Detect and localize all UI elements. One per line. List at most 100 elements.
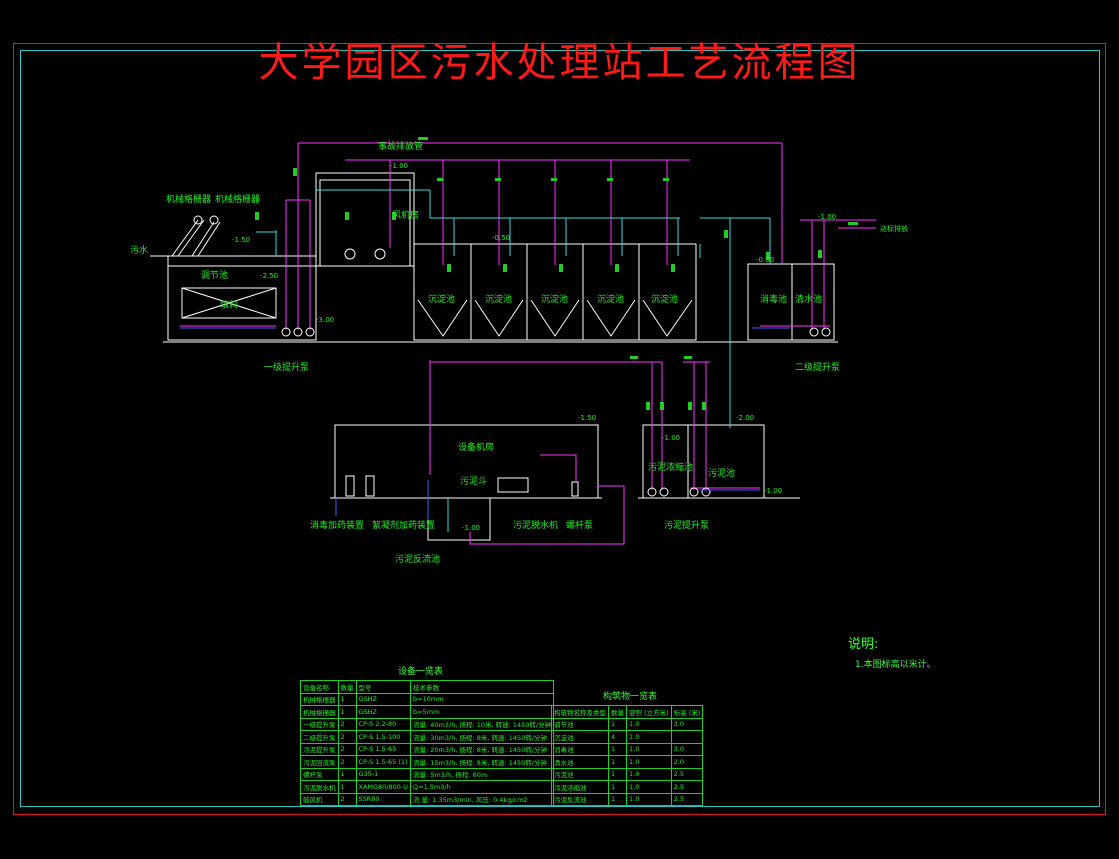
table-cell: 3.0	[670, 742, 704, 756]
table-cell: 2.5	[670, 792, 704, 806]
sludge-vessel-label: 污泥斗	[460, 477, 488, 487]
blower-room-label: 风机房	[392, 211, 420, 221]
table-cell: 1	[608, 780, 627, 794]
table-cell: CP-S 1.5-65 (1)	[355, 755, 412, 769]
table-cell: 一级提升泵	[300, 717, 339, 731]
screw-pump-label: 螺杆泵	[566, 521, 594, 531]
sedimentation-label-1: 沉淀池	[428, 295, 456, 305]
table-cell: 2.5	[670, 780, 704, 794]
table-cell: 1.0	[626, 755, 672, 769]
equipment-table-title: 设备一览表	[398, 667, 444, 677]
disinfection-tank-label: 消毒池	[760, 295, 788, 305]
elevation-mark: -1.00	[390, 162, 409, 170]
table-cell: 沉淀池	[551, 730, 609, 744]
table-cell: 数量	[337, 680, 357, 694]
table-cell: 1	[337, 780, 357, 794]
inner-frame	[20, 50, 1100, 807]
table-cell: b=5mm	[410, 705, 555, 719]
regulating-tank-outline	[167, 255, 317, 341]
table-cell: 数量	[608, 705, 627, 719]
table-cell: 污泥脱水机	[300, 780, 339, 794]
table-cell: b=10mm	[410, 692, 555, 706]
table-cell: 1	[337, 767, 357, 781]
table-cell: 流 量: 1.35m3/min, 风压: 0.4kg/cm2	[410, 792, 555, 806]
sludge-return-pit	[427, 498, 491, 541]
table-cell: CP-S 1.5-100	[355, 730, 412, 744]
elevation-mark: -1.50	[578, 414, 597, 422]
table-cell: 1	[608, 717, 627, 731]
table-cell: 技术参数	[410, 680, 555, 694]
lift-pump-1-label: 一级提升泵	[264, 363, 310, 373]
table-cell: 型号	[355, 680, 412, 694]
dewatering-label: 污泥脱水机	[513, 521, 559, 531]
sludge-thickener-label: 污泥浓缩池	[648, 463, 694, 473]
structure-table-title: 构筑物一览表	[603, 692, 658, 702]
table-cell: 1.0	[626, 717, 672, 731]
table-cell: 污泥池	[551, 767, 609, 781]
table-cell: 1.0	[626, 780, 672, 794]
disinfection-block	[747, 263, 835, 341]
table-cell: CP-S 2.2-80	[355, 717, 412, 731]
sludge-lift-label: 污泥提升泵	[664, 521, 710, 531]
clear-water-tank-label: 清水池	[795, 295, 823, 305]
table-cell: 2	[337, 742, 357, 756]
table-cell: 1.0	[626, 792, 672, 806]
table-cell: 标高 (米)	[670, 705, 704, 719]
dewatering-machine	[497, 477, 529, 493]
table-cell: 1	[337, 692, 357, 706]
table-cell: XAMG80/800-U	[355, 780, 412, 794]
sedimentation-label-5: 沉淀池	[651, 295, 679, 305]
valve-tags	[255, 137, 858, 410]
table-cell: 2	[337, 792, 357, 806]
sludge-tank-label: 污泥池	[708, 469, 736, 479]
lower-structures	[330, 424, 800, 541]
table-cell: 构筑物名称及类型	[551, 705, 609, 719]
table-cell: 4	[608, 730, 627, 744]
upper-structures	[150, 172, 838, 343]
notes-line: 1.本图标高以米计。	[855, 660, 936, 670]
elevation-mark: -1.00	[662, 434, 681, 442]
regulating-tank-label: 调节池	[201, 271, 229, 281]
sedimentation-label-2: 沉淀池	[485, 295, 513, 305]
table-row: 设备名称数量型号技术参数	[300, 680, 555, 694]
elevation-mark: -1.00	[764, 487, 783, 495]
table-cell	[670, 730, 704, 744]
table-cell: 流量: 5m3/h, 扬程: 60m	[410, 767, 555, 781]
table-cell: 1.0	[626, 767, 672, 781]
elevation-mark: -3.00	[316, 316, 335, 324]
table-cell: 机械格栅器	[300, 692, 339, 706]
table-cell: 2	[337, 755, 357, 769]
elevation-mark: -0.50	[492, 234, 511, 242]
table-cell: G35-1	[355, 767, 412, 781]
elevation-mark: -2.00	[736, 414, 755, 422]
table-cell: 流量: 15m3/h, 扬程: 8米, 转速: 1450转/分钟	[410, 755, 555, 769]
table-cell: 流量: 40m3/h, 扬程: 10米, 转速: 1450转/分钟	[410, 717, 555, 731]
outfall-label: 达标排放	[880, 225, 908, 233]
table-cell: GSHZ	[355, 705, 412, 719]
elevation-mark: -1.00	[462, 524, 481, 532]
elevation-mark: -1.50	[232, 236, 251, 244]
pumps	[193, 215, 831, 497]
table-cell: 流量: 30m3/h, 扬程: 8米, 转速: 1450转/分钟	[410, 730, 555, 744]
table-cell: CP-S 1.5-65	[355, 742, 412, 756]
elevation-mark: -1.00	[818, 213, 837, 221]
table-cell: 2.5	[670, 767, 704, 781]
grille-label-2: 机械格栅器	[215, 195, 261, 205]
table-cell: 3.0	[670, 717, 704, 731]
table-cell: 机械格栅器	[300, 705, 339, 719]
sedimentation-label-3: 沉淀池	[541, 295, 569, 305]
table-cell: 2.0	[670, 755, 704, 769]
